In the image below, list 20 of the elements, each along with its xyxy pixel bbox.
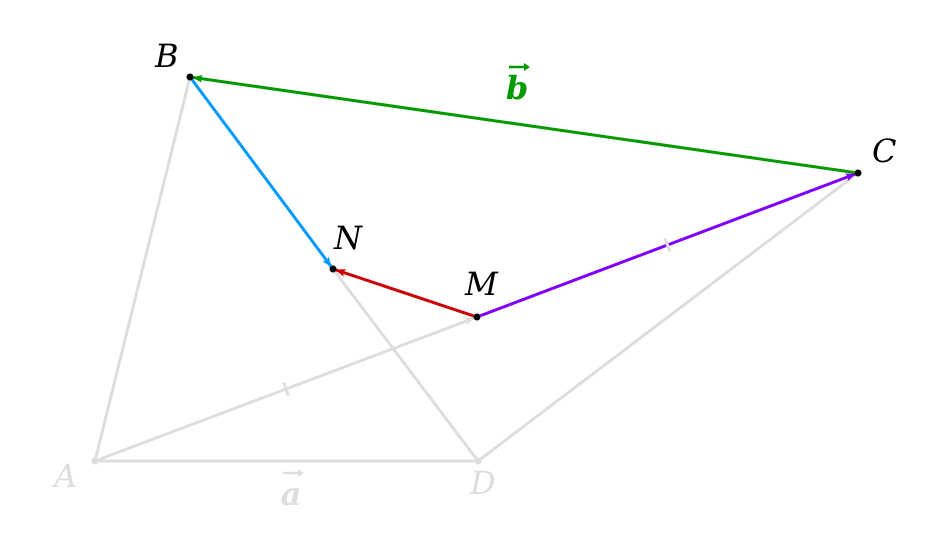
point-dot	[474, 314, 480, 320]
point-dot	[854, 170, 862, 176]
vector-arrow	[335, 268, 474, 318]
point-dot	[92, 458, 98, 464]
vector-arrow	[192, 74, 855, 174]
line-segment	[98, 460, 474, 462]
vector-arrow	[480, 172, 856, 318]
line-segment	[480, 174, 856, 460]
point-dot	[186, 74, 194, 80]
point-label: C	[872, 135, 896, 167]
line-segment	[334, 270, 478, 460]
point-dot	[474, 458, 482, 464]
point-label: N	[334, 222, 362, 254]
point-label: M	[465, 268, 498, 300]
line-segment	[94, 80, 191, 458]
vector-label: b	[506, 72, 528, 104]
vector-arrow	[190, 78, 332, 268]
vector-arrow	[98, 316, 475, 462]
point-label: B	[155, 40, 179, 72]
point-dot	[330, 266, 336, 272]
